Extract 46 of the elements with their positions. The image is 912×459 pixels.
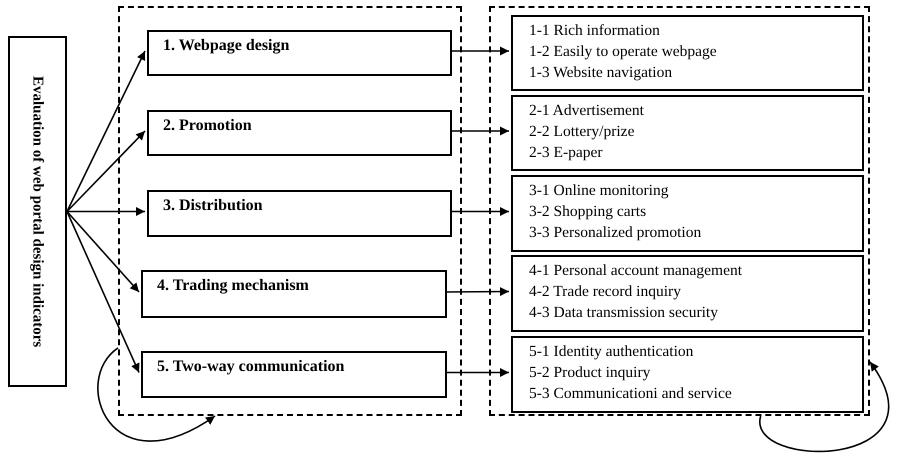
indicator-text: 3-2 Shopping carts: [529, 202, 648, 222]
indicator-text: 2-2 Lottery/prize: [529, 122, 636, 142]
indicator-text: 4-2 Trade record inquiry: [529, 282, 682, 302]
indicator-text: 5-2 Product inquiry: [529, 363, 652, 383]
arrow: [450, 126, 509, 136]
indicator-text: 5-3 Communicationi and service: [529, 384, 733, 404]
arrow: [66, 130, 146, 212]
indicator-list-box: [511, 175, 864, 252]
indicator-text: 3-3 Personalized promotion: [529, 223, 702, 243]
dimension-box: [141, 270, 447, 318]
title-box: [8, 36, 67, 387]
dimension-box: [141, 351, 447, 398]
dashed-group-frame: [118, 6, 462, 416]
arrow: [450, 207, 509, 216]
indicator-list-box: [511, 255, 864, 332]
indicator-text: 4-1 Personal account management: [529, 261, 744, 281]
arrow: [445, 287, 509, 296]
indicator-list-box: [511, 95, 864, 171]
dimension-label: 1. Webpage design: [163, 36, 290, 56]
arrow: [445, 368, 509, 377]
dimension-label: 4. Trading mechanism: [157, 276, 310, 296]
dimension-box: [147, 190, 452, 237]
indicator-text: 1-1 Rich information: [529, 21, 661, 41]
vertical-title: Evaluation of web portal design indicators: [28, 76, 46, 348]
arrow: [66, 211, 140, 373]
dashed-group-frame: [489, 6, 870, 416]
dimension-label: 3. Distribution: [163, 196, 264, 216]
feedback-arrow: [97, 347, 216, 442]
arrow: [66, 50, 146, 212]
indicator-text: 2-1 Advertisement: [529, 101, 645, 121]
indicator-list-box: [511, 15, 864, 91]
dimension-label: 2. Promotion: [163, 116, 253, 136]
feedback-arrow: [760, 361, 890, 452]
dimension-label: 5. Two-way communication: [157, 357, 346, 377]
indicator-text: 1-2 Easily to operate webpage: [529, 42, 718, 62]
indicator-text: 2-3 E-paper: [529, 143, 604, 163]
dimension-box: [147, 30, 452, 76]
arrow: [66, 210, 140, 293]
indicator-list-box: [511, 336, 864, 413]
indicator-text: 3-1 Online monitoring: [529, 181, 670, 201]
dimension-box: [147, 110, 452, 156]
arrow: [450, 46, 509, 56]
indicator-text: 5-1 Identity authentication: [529, 342, 694, 362]
arrow: [67, 207, 145, 216]
indicator-text: 4-3 Data transmission security: [529, 303, 719, 323]
indicator-text: 1-3 Website navigation: [529, 63, 674, 83]
